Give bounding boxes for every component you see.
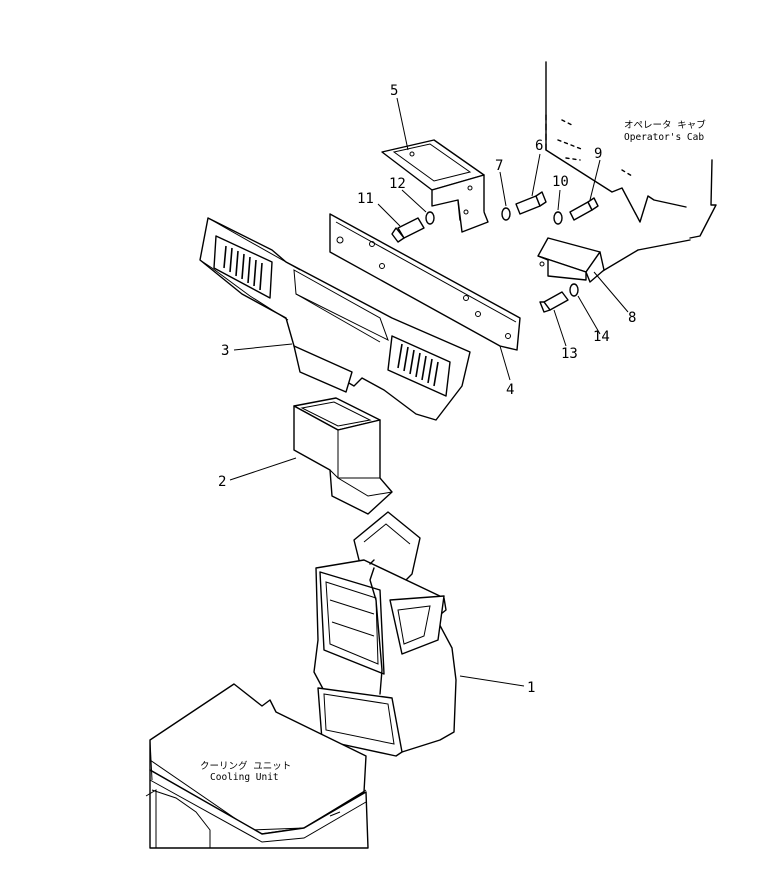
operator-cab-outline <box>545 61 717 276</box>
callout-11: 11 <box>357 191 374 207</box>
part-7-washer <box>501 207 511 221</box>
part-5-bracket-plate <box>381 139 489 233</box>
part-1-air-unit <box>313 511 457 757</box>
callout-9: 9 <box>594 146 602 162</box>
callout-3: 3 <box>221 343 229 359</box>
callout-2: 2 <box>218 474 226 490</box>
part-3-louvre-duct <box>199 217 471 421</box>
operator-cab-label-jp: オペレータ キャブ <box>624 119 706 131</box>
callout-8: 8 <box>628 310 636 326</box>
part-8-small-bracket <box>537 237 605 283</box>
callout-6: 6 <box>535 138 543 154</box>
part-12-washer <box>425 211 435 225</box>
part-4-mounting-plate <box>329 213 521 351</box>
callout-10: 10 <box>552 174 569 190</box>
leader-lines <box>229 97 629 687</box>
part-6-bolt <box>515 191 547 215</box>
part-14-washer <box>569 283 579 297</box>
callout-12: 12 <box>389 176 406 192</box>
part-13-bolt <box>539 291 569 313</box>
part-9-bolt <box>569 197 599 221</box>
callout-labels: 1 2 3 4 5 6 7 8 9 10 11 12 13 14 <box>218 83 636 696</box>
part-2-connecting-duct <box>293 397 393 515</box>
cooling-unit-label-en: Cooling Unit <box>210 772 279 783</box>
right-louvre-grille <box>397 343 439 387</box>
left-louvre-grille <box>223 245 263 291</box>
callout-14: 14 <box>593 329 610 345</box>
part-11-bolt <box>391 217 425 243</box>
callout-4: 4 <box>506 382 514 398</box>
callout-7: 7 <box>495 158 503 174</box>
cooling-unit-label-jp: クーリング ユニット <box>200 760 291 772</box>
callout-5: 5 <box>390 83 398 99</box>
part-10-washer <box>553 211 563 225</box>
callout-1: 1 <box>527 680 535 696</box>
callout-13: 13 <box>561 346 578 362</box>
operator-cab-label-en: Operator's Cab <box>624 132 704 143</box>
cooling-unit <box>145 683 369 849</box>
